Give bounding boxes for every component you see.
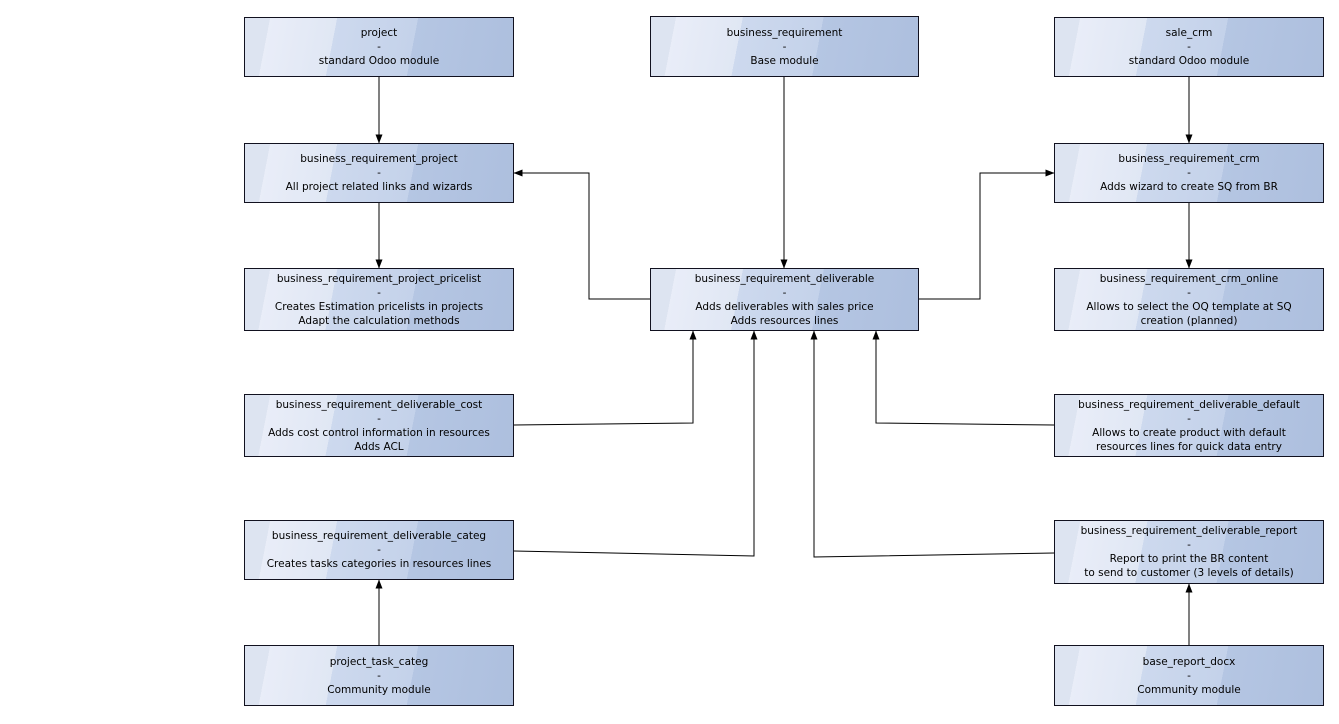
node-desc-line: creation (planned) <box>1140 314 1238 327</box>
node-business_requirement_deliverable_categ: business_requirement_deliverable_categ - C… <box>244 520 514 580</box>
node-title: business_requirement_deliverable_cost <box>275 398 483 411</box>
node-project: project - standard Odoo module <box>244 17 514 77</box>
node-separator: - <box>782 286 787 299</box>
node-desc-line: Adds deliverables with sales price <box>695 300 874 313</box>
node-business_requirement: business_requirement-Base module <box>650 16 919 77</box>
node-desc-line: Creates tasks categories in resources li… <box>266 558 492 570</box>
node-separator: - <box>1187 41 1191 53</box>
node-desc-line: standard Odoo module <box>1128 55 1250 67</box>
node-separator: - <box>1187 669 1191 682</box>
node-title: business_requirement_deliverable <box>694 272 875 285</box>
edge-business_requirement_deliverable-to-business_requirement_project <box>513 169 650 300</box>
node-desc-line: Adds cost control information in resourc… <box>268 426 490 439</box>
node-title: business_requirement_crm <box>1118 153 1260 165</box>
node-separator: - <box>377 167 381 179</box>
node-business_requirement_deliverable_report: business_requirement_deliverable_report -… <box>1054 520 1324 584</box>
node-desc-line: Adds resources lines <box>730 314 839 327</box>
edge-business_requirement_deliverable_categ-to-business_requirement_deliverable <box>513 330 758 557</box>
node-desc-line: Adds wizard to create SQ from BR <box>1100 181 1278 193</box>
node-desc-line: Allows to create product with default <box>1092 426 1286 439</box>
node-desc-line: Base module <box>750 54 819 67</box>
node-separator: - <box>377 544 381 556</box>
node-title: project_task_categ <box>329 655 429 668</box>
node-separator: - <box>1187 412 1191 425</box>
edge-business_requirement_deliverable_cost-to-business_requirement_deliverable <box>513 330 697 426</box>
node-project_task_categ: project_task_categ-Community module <box>244 645 514 706</box>
node-desc-line: Allows to select the OQ template at SQ <box>1086 300 1292 313</box>
node-business_requirement_crm: business_requirement_crm - Adds wizard to … <box>1054 143 1324 203</box>
node-business_requirement_project_pricelist: business_requirement_project_pricelist-C… <box>244 268 514 331</box>
node-desc-line: Creates Estimation pricelists in project… <box>274 300 484 313</box>
node-separator: - <box>377 669 381 682</box>
node-title: business_requirement_crm_online <box>1099 272 1279 285</box>
node-title: business_requirement <box>726 26 843 39</box>
node-business_requirement_deliverable: business_requirement_deliverable-Adds de… <box>650 268 919 331</box>
node-title: business_requirement_deliverable_default <box>1078 398 1300 411</box>
node-title: business_requirement_deliverable_categ <box>271 530 487 542</box>
node-separator: - <box>377 412 381 425</box>
node-separator: - <box>377 41 381 53</box>
node-title: sale_crm <box>1165 27 1213 39</box>
node-desc-line: Report to print the BR content <box>1109 553 1269 565</box>
node-desc-line: All project related links and wizards <box>285 181 473 193</box>
node-separator: - <box>1187 539 1191 551</box>
node-base_report_docx: base_report_docx-Community module <box>1054 645 1324 706</box>
node-desc-line: Adapt the calculation methods <box>298 314 460 327</box>
node-title: project <box>360 27 398 39</box>
node-business_requirement_crm_online: business_requirement_crm_online-Allows t… <box>1054 268 1324 331</box>
node-title: business_requirement_deliverable_report <box>1080 525 1298 537</box>
node-desc-line: standard Odoo module <box>318 55 440 67</box>
node-desc-line: Community module <box>327 683 431 696</box>
node-business_requirement_deliverable_default: business_requirement_deliverable_default… <box>1054 394 1324 457</box>
node-separator: - <box>782 40 787 53</box>
node-business_requirement_project: business_requirement_project - All project… <box>244 143 514 203</box>
node-separator: - <box>1187 167 1191 179</box>
node-desc-line: to send to customer (3 levels of details… <box>1084 567 1294 579</box>
edge-business_requirement_deliverable-to-business_requirement_crm <box>919 169 1055 300</box>
edge-business_requirement_deliverable_report-to-business_requirement_deliverable <box>810 330 1055 558</box>
node-title: business_requirement_project <box>300 153 458 165</box>
node-sale_crm: sale_crm - standard Odoo module <box>1054 17 1324 77</box>
node-desc-line: Adds ACL <box>354 440 404 453</box>
edge-business_requirement_deliverable_default-to-business_requirement_deliverable <box>872 330 1055 426</box>
node-separator: - <box>1187 286 1191 299</box>
node-title: business_requirement_project_pricelist <box>276 272 482 285</box>
node-business_requirement_deliverable_cost: business_requirement_deliverable_cost-Ad… <box>244 394 514 457</box>
node-title: base_report_docx <box>1142 655 1236 668</box>
node-separator: - <box>377 286 381 299</box>
node-desc-line: resources lines for quick data entry <box>1096 440 1282 453</box>
node-desc-line: Community module <box>1137 683 1241 696</box>
